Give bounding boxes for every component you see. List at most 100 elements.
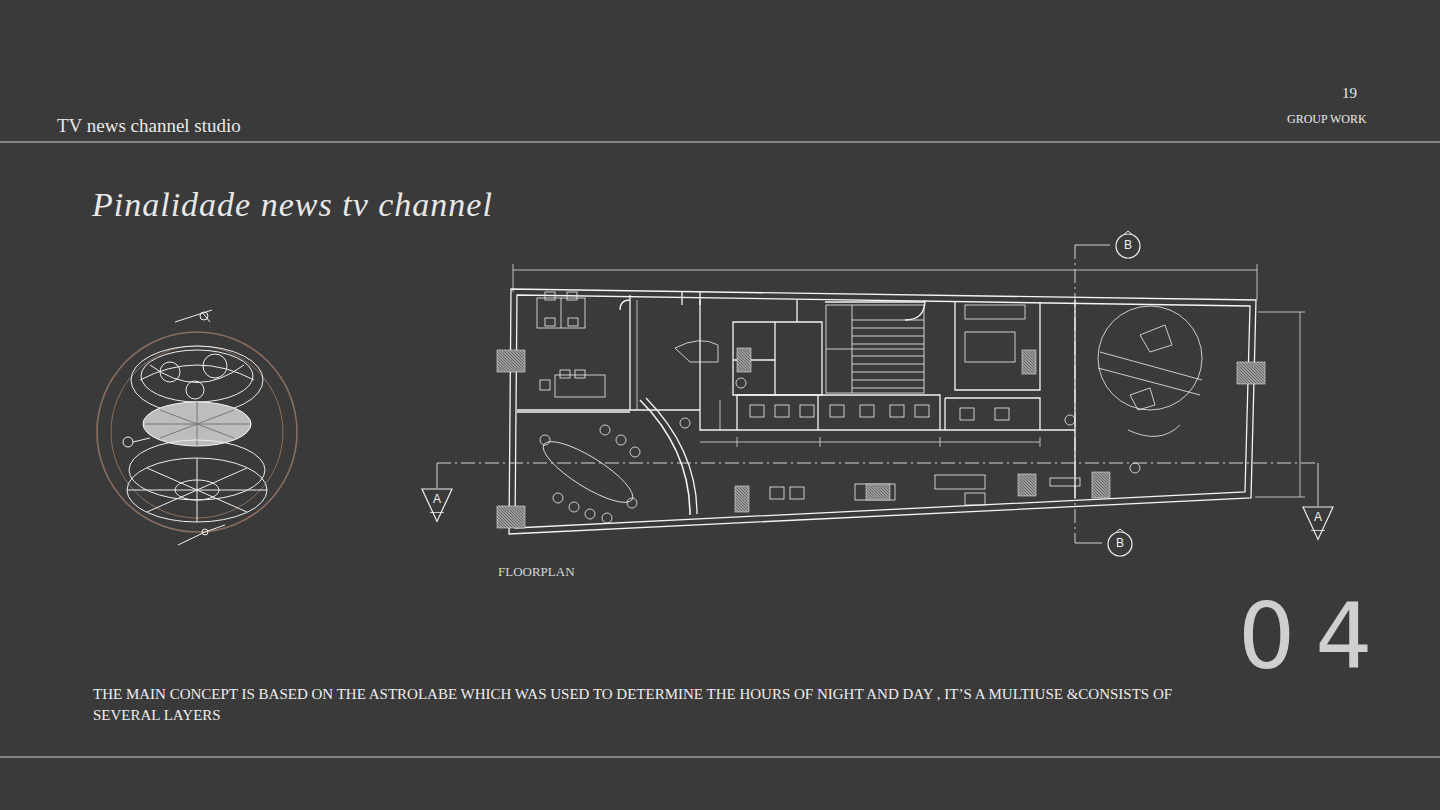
hatched-columns <box>737 348 751 372</box>
hatched-columns <box>1237 362 1265 384</box>
dimension-lines <box>1255 312 1305 497</box>
furniture <box>567 292 577 300</box>
section-letter: B <box>1105 536 1135 550</box>
astrolabe-illustration <box>123 437 133 447</box>
furniture <box>935 475 985 489</box>
furniture <box>1128 425 1180 436</box>
chapter-number: 04 <box>1238 592 1393 682</box>
rule-lines <box>0 142 1440 143</box>
section-marker: A <box>1302 505 1334 540</box>
section-triangle <box>430 512 444 513</box>
hatched-columns <box>866 484 890 500</box>
floorplan-walls <box>737 395 940 430</box>
furniture <box>536 432 640 513</box>
furniture <box>561 298 562 328</box>
furniture <box>1065 415 1075 425</box>
furniture <box>680 418 690 428</box>
rule-lines <box>0 757 1440 758</box>
floorplan-walls <box>682 292 700 305</box>
stair-symbol <box>826 305 924 393</box>
furniture <box>965 493 985 505</box>
floorplan-walls <box>1074 300 1075 498</box>
hatched-columns <box>1022 350 1036 374</box>
floorplan-walls <box>797 300 925 322</box>
astrolabe-illustration <box>186 381 204 399</box>
furniture <box>569 502 579 512</box>
astrolabe-illustration <box>127 458 267 522</box>
floorplan-walls <box>620 300 630 310</box>
stair-symbol <box>826 305 924 393</box>
astrolabe-illustration <box>178 525 225 545</box>
floorplan-walls <box>733 322 822 395</box>
furniture <box>736 378 746 388</box>
floorplan-walls <box>509 289 1256 534</box>
furniture <box>602 513 612 523</box>
furniture <box>860 405 874 417</box>
furniture <box>560 370 570 378</box>
astrolabe-illustration <box>200 312 208 320</box>
furniture <box>537 298 585 328</box>
furniture <box>960 408 974 420</box>
section-marker: B <box>1105 528 1135 558</box>
furniture <box>800 405 814 417</box>
astrolabe-illustration <box>143 402 251 446</box>
furniture <box>536 292 1202 523</box>
section-leaders <box>437 463 1318 506</box>
floorplan-walls <box>733 322 775 395</box>
section-leaders <box>437 245 1318 543</box>
furniture <box>890 405 904 417</box>
furniture <box>855 484 895 500</box>
astrolabe-illustration <box>133 438 150 442</box>
floorplan-walls <box>515 295 1250 528</box>
page-number: 19 <box>1342 86 1357 101</box>
floorplan-walls <box>517 295 700 412</box>
furniture <box>965 305 1025 319</box>
section-letter: B <box>1113 238 1143 252</box>
furniture <box>750 405 764 417</box>
furniture <box>1130 463 1140 473</box>
section-triangle <box>1311 530 1325 531</box>
furniture <box>545 292 555 300</box>
stair-symbol <box>852 320 924 388</box>
astrolabe-illustration <box>97 310 297 545</box>
stair-symbol <box>826 305 924 393</box>
section-tag: GROUP WORK <box>1287 113 1367 125</box>
astrolabe-illustration <box>145 402 249 446</box>
section-marker: B <box>1113 230 1143 260</box>
furniture <box>1130 325 1172 410</box>
floorplan-walls <box>646 398 697 514</box>
hatched-columns <box>1018 474 1036 496</box>
furniture <box>540 435 550 445</box>
furniture <box>630 447 640 457</box>
furniture <box>568 318 578 326</box>
astrolabe-illustration <box>175 310 212 322</box>
hatched-columns <box>1092 472 1110 498</box>
floorplan-walls <box>640 400 690 515</box>
hatched-columns <box>497 350 525 372</box>
furniture <box>915 405 929 417</box>
section-lines <box>437 245 1318 543</box>
rule-lines <box>0 142 1440 757</box>
furniture <box>965 332 1015 362</box>
section-letter: A <box>421 492 453 506</box>
furniture <box>1098 306 1202 410</box>
hatched-columns <box>735 486 749 512</box>
furniture <box>830 405 844 417</box>
concept-caption: THE MAIN CONCEPT IS BASED ON THE ASTROLA… <box>93 684 1223 726</box>
floorplan-walls <box>945 398 1040 430</box>
hatched-columns <box>497 506 525 528</box>
furniture <box>545 318 555 326</box>
astrolabe-illustration <box>141 350 253 402</box>
section-lines <box>1075 245 1076 543</box>
furniture <box>775 405 789 417</box>
astrolabe-illustration <box>202 529 208 535</box>
astrolabe-illustration <box>127 458 267 522</box>
furniture <box>995 408 1009 420</box>
section-letter: A <box>1302 510 1334 524</box>
floorplan-walls <box>509 289 1256 534</box>
dimension-lines <box>700 437 1040 447</box>
hatched-columns <box>497 348 1265 528</box>
furniture <box>675 341 718 362</box>
furniture <box>575 370 585 378</box>
furniture <box>790 487 804 499</box>
